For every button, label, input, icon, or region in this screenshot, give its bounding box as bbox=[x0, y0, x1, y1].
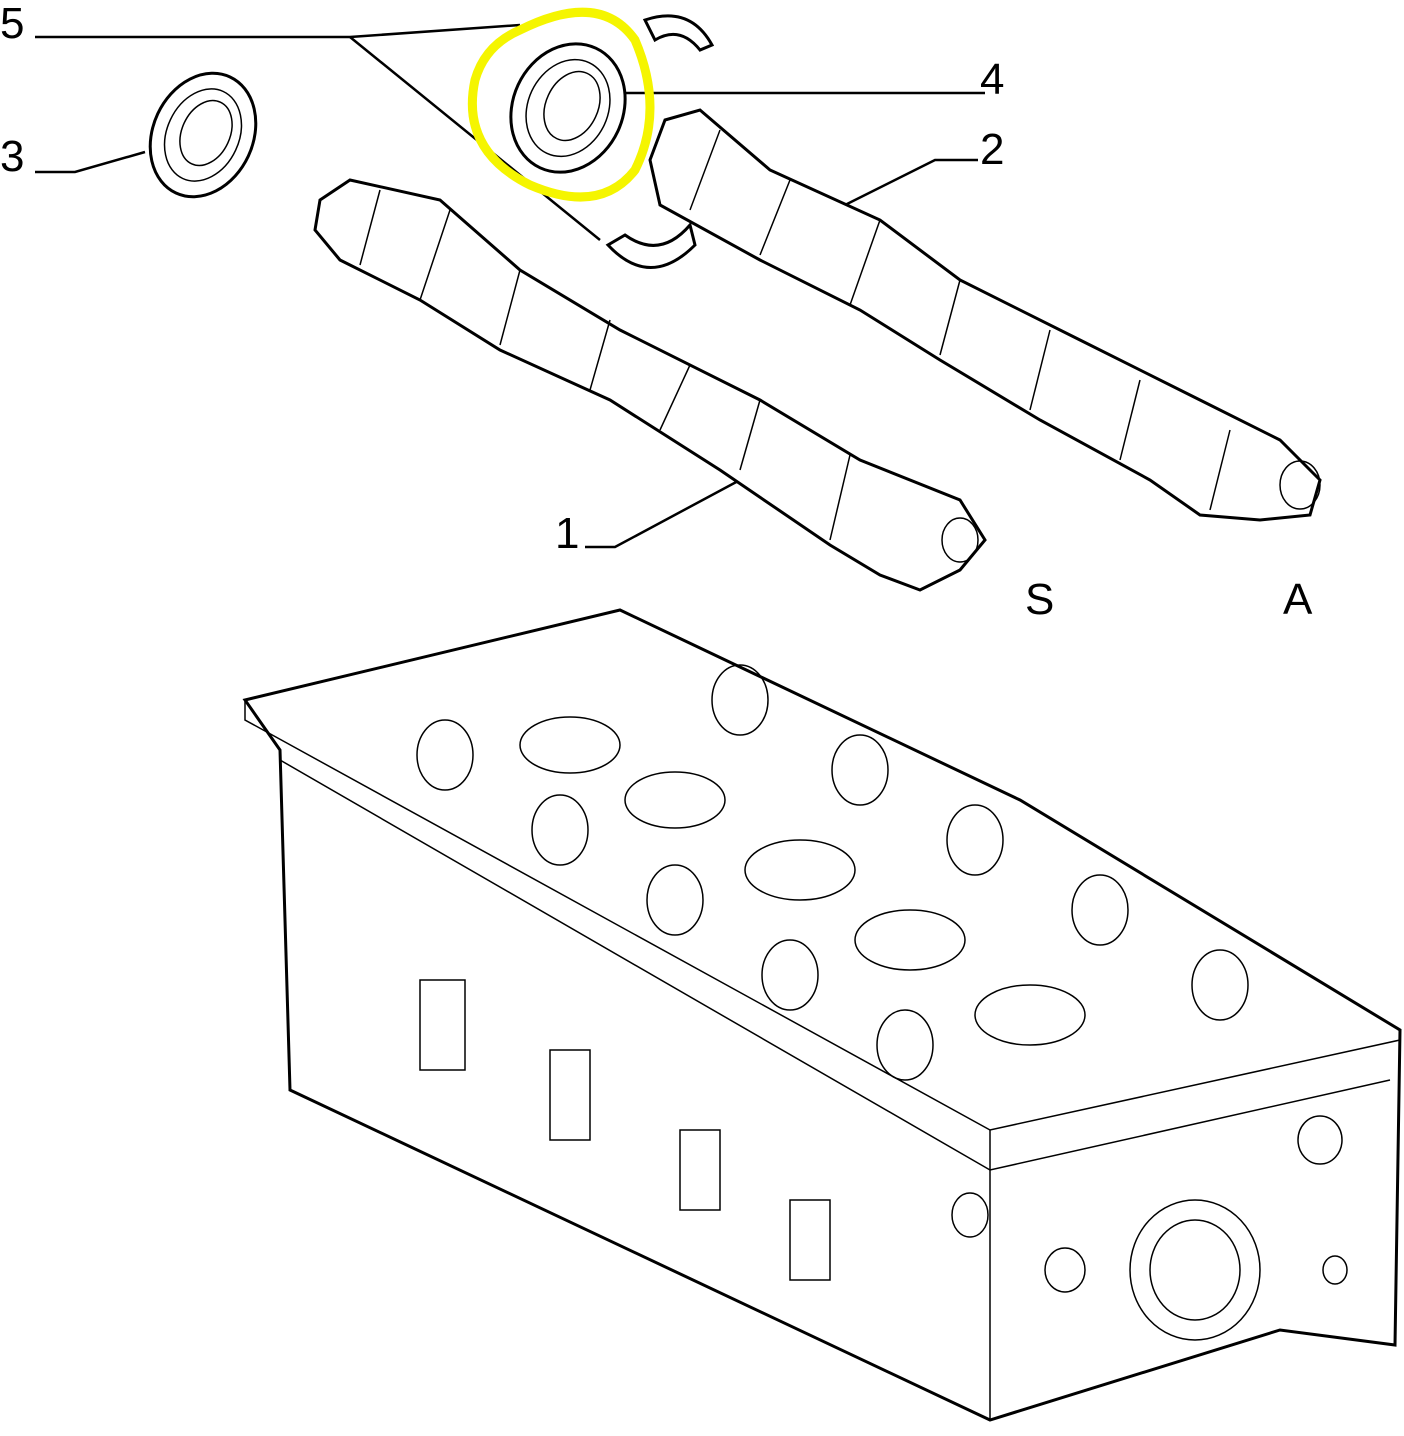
side-label-a: A bbox=[1283, 575, 1313, 624]
camshaft-1 bbox=[313, 178, 987, 592]
half-bearing-lower bbox=[605, 221, 697, 269]
side-label-s: S bbox=[1025, 575, 1055, 624]
camshaft-2 bbox=[648, 108, 1322, 522]
highlight-circle bbox=[467, 7, 655, 202]
callout-5: 5 bbox=[0, 0, 25, 48]
callout-1: 1 bbox=[555, 509, 580, 558]
leader-lines bbox=[35, 23, 985, 549]
oil-seal-3 bbox=[148, 71, 258, 199]
cylinder-head bbox=[242, 608, 1402, 1422]
oil-seal-4 bbox=[509, 42, 627, 174]
callout-2: 2 bbox=[980, 125, 1005, 174]
half-bearing-upper bbox=[642, 14, 715, 52]
callout-4: 4 bbox=[980, 55, 1005, 104]
callout-3: 3 bbox=[0, 132, 25, 181]
